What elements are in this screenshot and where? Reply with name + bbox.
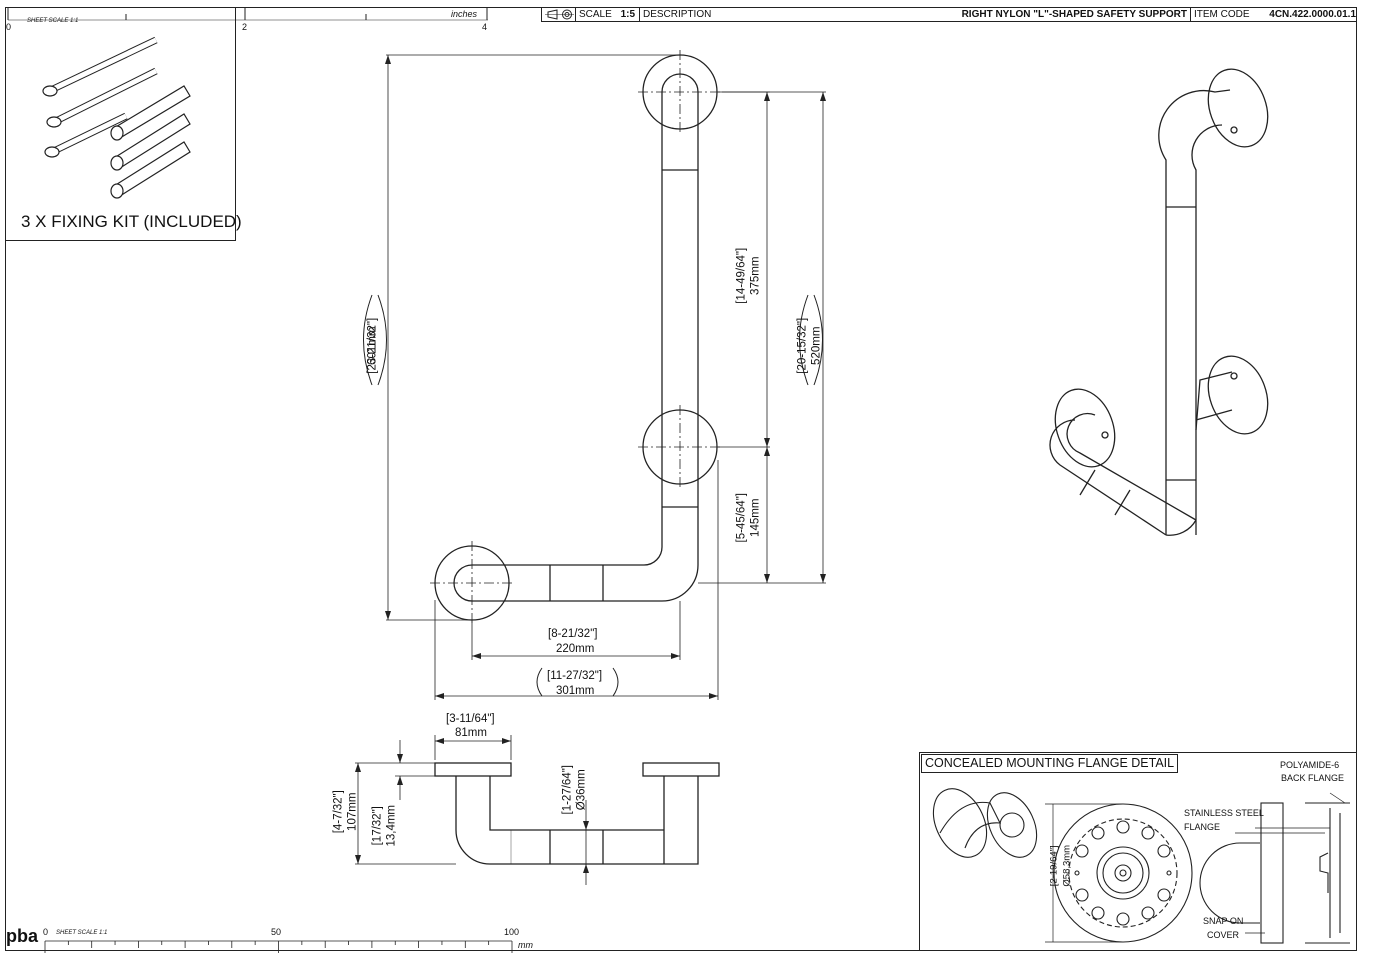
dim-lower-span-in: [5-45/64"] <box>735 493 748 543</box>
label-steel-line2: FLANGE <box>1184 822 1221 832</box>
wall-plug-icon <box>110 113 191 171</box>
top-tick-2: 2 <box>242 22 248 32</box>
dim-right-overall-in: [20-15/32"] <box>796 317 809 374</box>
bottom-tick-50: 50 <box>271 927 282 937</box>
dim-width-overall-mm: 301mm <box>556 685 595 697</box>
bottom-sheet-scale: SHEET SCALE 1:1 <box>56 930 108 936</box>
dim-upper-span-in: [14-49/64"] <box>735 247 748 304</box>
fixing-kit-illustration <box>42 36 191 199</box>
screw-icon <box>46 67 158 128</box>
title-block: SCALE 1:5 DESCRIPTION RIGHT NYLON "L"-SH… <box>541 7 1357 22</box>
flange-detail-box: CONCEALED MOUNTING FLANGE DETAIL <box>919 752 1357 951</box>
top-tick-4: 4 <box>482 22 488 32</box>
wall-plug-icon <box>110 85 191 141</box>
scale-label: SCALE <box>579 9 612 20</box>
flange-dia-in: [2-19/64"] <box>1048 845 1060 887</box>
pba-logo: pba <box>6 926 39 946</box>
projection-symbol-icon <box>542 8 576 21</box>
wall-plug-icon <box>110 141 191 199</box>
label-snap-line2: COVER <box>1207 930 1240 940</box>
dim-flange-dia-in: [3-11/64"] <box>446 713 495 725</box>
description-label: DESCRIPTION <box>643 9 712 20</box>
dim-width-centers-in: [8-21/32"] <box>548 628 598 640</box>
label-polyamide-line1: POLYAMIDE-6 <box>1280 760 1340 770</box>
side-view-grab-bar <box>434 762 720 865</box>
top-tick-0: 0 <box>6 22 12 32</box>
bottom-tick-100: 100 <box>504 927 520 937</box>
screw-icon <box>44 112 128 158</box>
top-sheet-scale: SHEET SCALE 1:1 <box>27 18 79 24</box>
flange-detail-drawing <box>932 788 1350 944</box>
scale-cell: SCALE 1:5 <box>576 8 640 21</box>
bottom-tick-0: 0 <box>43 927 49 937</box>
bottom-ruler-unit: mm <box>518 940 533 950</box>
fixing-kit-box: 3 X FIXING KIT (INCLUDED) <box>5 7 242 241</box>
dim-tube-dia-mm: Ø36mm <box>575 769 588 811</box>
scale-value: 1:5 <box>620 9 636 20</box>
dim-tube-dia-in: [1-27/64"] <box>561 765 574 815</box>
flange-detail-title: CONCEALED MOUNTING FLANGE DETAIL <box>921 754 1179 773</box>
label-steel-line1: STAINLESS STEEL <box>1184 808 1264 818</box>
description-cell: DESCRIPTION RIGHT NYLON "L"-SHAPED SAFET… <box>640 8 1191 21</box>
flange-dia-mm: Ø58,3mm <box>1061 844 1073 887</box>
dim-flange-dia-mm: 81mm <box>455 727 487 739</box>
top-ruler-unit: inches <box>451 9 478 19</box>
dim-width-centers-mm: 220mm <box>556 643 595 655</box>
item-code-label: ITEM CODE <box>1194 9 1250 20</box>
dim-lower-span-mm: 145mm <box>749 498 762 537</box>
item-code-cell: ITEM CODE 4CN.422.0000.01.1 <box>1191 8 1356 21</box>
label-polyamide-line2: BACK FLANGE <box>1281 773 1345 783</box>
dim-width-overall-in: [11-27/32"] <box>547 670 603 682</box>
label-snap-line1: SNAP ON <box>1203 916 1244 926</box>
dim-right-overall-mm: 520mm <box>810 326 823 365</box>
item-code-value: 4CN.422.0000.01.1 <box>1269 9 1356 20</box>
isometric-view-grab-bar <box>1049 68 1269 536</box>
fixing-kit-caption: 3 X FIXING KIT (INCLUDED) <box>21 212 242 231</box>
description-value: RIGHT NYLON "L"-SHAPED SAFETY SUPPORT <box>961 9 1187 20</box>
dim-upper-span-mm: 375mm <box>749 256 762 295</box>
screw-icon <box>42 36 158 97</box>
